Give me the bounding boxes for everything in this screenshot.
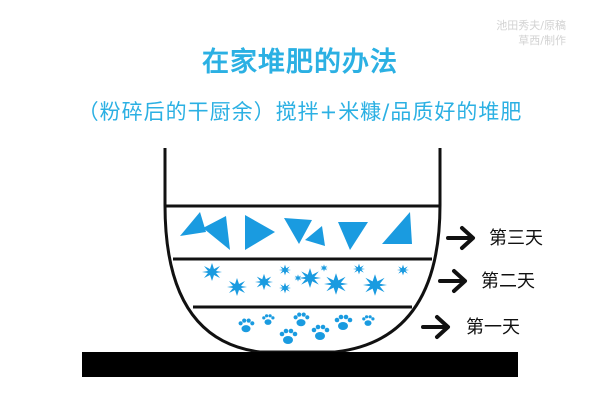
paw-print-icon (238, 318, 255, 333)
layer-day2-starbursts (202, 263, 409, 296)
paw-print-icon (293, 312, 310, 327)
triangle-icon (203, 216, 230, 250)
paw-print-icon (334, 314, 353, 330)
starburst-icon (279, 264, 291, 276)
page-subtitle: （粉碎后的干厨余）搅拌+米糠/品质好的堆肥 (77, 100, 523, 124)
paw-print-icon (262, 314, 275, 325)
starburst-icon (299, 268, 321, 288)
page-title: 在家堆肥的办法 (202, 47, 398, 78)
right-arrow-icon (446, 226, 475, 250)
triangle-icon (338, 222, 368, 250)
credit-producer: 草西/制作 (518, 34, 566, 47)
paw-print-icon (362, 315, 375, 326)
starburst-icon (353, 263, 365, 275)
paw-print-icon (279, 328, 298, 344)
layer-label-day1: 第一天 (466, 317, 520, 338)
triangle-icon (284, 218, 312, 244)
triangle-icon (245, 215, 275, 250)
starburst-icon (363, 274, 387, 296)
layer-day3-triangles (180, 212, 412, 250)
starburst-icon (294, 274, 302, 282)
layer-label-day2: 第二天 (481, 271, 535, 292)
triangle-icon (382, 212, 412, 244)
label-row-day1: 第一天 (421, 315, 520, 339)
label-row-day3: 第三天 (446, 226, 543, 250)
starburst-icon (202, 263, 222, 281)
triangle-icon (305, 226, 325, 246)
label-row-day2: 第二天 (438, 269, 535, 293)
credit-text: 池田秀夫/原稿 草西/制作 (446, 18, 566, 48)
right-arrow-icon (438, 269, 467, 293)
starburst-icon (255, 273, 273, 291)
starburst-icon (397, 264, 409, 276)
triangle-icon (180, 212, 206, 236)
layer-label-day3: 第三天 (489, 228, 543, 249)
layer-day1-pawprints (238, 312, 375, 344)
starburst-icon (320, 264, 328, 272)
right-arrow-icon (421, 315, 450, 339)
credit-author: 池田秀夫/原稿 (496, 19, 566, 32)
starburst-icon (324, 273, 348, 295)
paw-print-icon (311, 324, 330, 340)
base-bar (82, 352, 518, 377)
starburst-icon (279, 282, 291, 294)
starburst-icon (227, 278, 247, 296)
